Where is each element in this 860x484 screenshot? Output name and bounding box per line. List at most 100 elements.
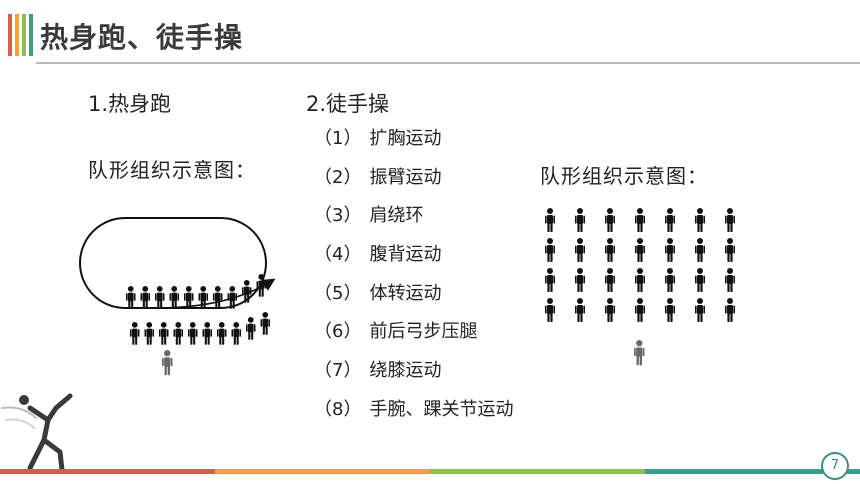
runner-figure bbox=[242, 280, 252, 303]
footer-bar-green bbox=[430, 469, 645, 474]
formation-figure bbox=[545, 268, 555, 292]
list-item: （1） 扩胸运动 bbox=[314, 122, 513, 161]
formation-figure bbox=[575, 208, 585, 232]
formation-grid bbox=[545, 208, 735, 322]
formation-figure bbox=[605, 268, 615, 292]
formation-figure bbox=[545, 208, 555, 232]
runner-figure bbox=[140, 286, 150, 309]
runner-figure bbox=[144, 322, 154, 345]
item-text: 绕膝运动 bbox=[369, 360, 442, 382]
list-item: （6） 前后弓步压腿 bbox=[314, 315, 513, 354]
item-number: （8） bbox=[314, 398, 362, 420]
runner-figure bbox=[130, 322, 140, 345]
formation-figure bbox=[665, 298, 675, 322]
footer-bar-orange bbox=[215, 469, 430, 474]
runner-row-1 bbox=[126, 274, 266, 309]
formation-figure bbox=[575, 238, 585, 262]
formation-figure bbox=[725, 208, 735, 232]
page-number: 7 bbox=[821, 452, 849, 480]
formation-figure bbox=[635, 208, 645, 232]
section2-heading: 2.徒手操 bbox=[306, 92, 390, 116]
formation-figure bbox=[695, 208, 705, 232]
formation-figure bbox=[725, 298, 735, 322]
runner-figure bbox=[246, 317, 256, 340]
item-number: （7） bbox=[314, 360, 362, 382]
runner-figure bbox=[231, 322, 241, 345]
formation-figure bbox=[545, 298, 555, 322]
item-number: （1） bbox=[314, 128, 362, 149]
list-item: （2） 振臂运动 bbox=[314, 161, 513, 200]
list-item: （5） 体转运动 bbox=[314, 277, 513, 316]
footer-bar-red bbox=[0, 469, 215, 474]
teacher-figure-1 bbox=[162, 350, 173, 376]
formation-figure bbox=[575, 268, 585, 292]
runner-row-2 bbox=[130, 312, 270, 345]
item-text: 体转运动 bbox=[369, 282, 442, 304]
item-text: 手腕、踝关节运动 bbox=[369, 398, 514, 420]
formation-figure bbox=[695, 298, 705, 322]
formation-figure bbox=[665, 268, 675, 292]
formation-figure bbox=[725, 238, 735, 262]
footer-bar-teal bbox=[645, 469, 860, 474]
list-item: （8） 手腕、踝关节运动 bbox=[314, 393, 513, 432]
item-text: 肩绕环 bbox=[369, 205, 424, 227]
runner-figure bbox=[217, 322, 227, 345]
formation-figure bbox=[695, 238, 705, 262]
runner-figure bbox=[213, 286, 223, 309]
formation-figure bbox=[635, 238, 645, 262]
list-item: （7） 绕膝运动 bbox=[314, 354, 513, 393]
warmup-run-diagram bbox=[79, 217, 276, 376]
footer-color-bar bbox=[0, 469, 860, 474]
item-number: （2） bbox=[314, 166, 362, 188]
exercise-list: （1） 扩胸运动 （2） 振臂运动 （3） 肩绕环 （4） 腹背运动 （5） 体转运动 （… bbox=[314, 122, 513, 432]
list-item: （4） 腹背运动 bbox=[314, 238, 513, 277]
item-text: 前后弓步压腿 bbox=[369, 321, 478, 343]
title-bar-red bbox=[8, 14, 12, 56]
runner-figure bbox=[184, 286, 194, 309]
item-text: 腹背运动 bbox=[369, 244, 442, 266]
section1-heading: 1.热身跑 bbox=[88, 92, 172, 116]
runner-figure bbox=[227, 286, 237, 309]
section2-caption: 队形组织示意图： bbox=[540, 164, 708, 188]
formation-figure bbox=[605, 208, 615, 232]
item-number: （5） bbox=[314, 282, 362, 304]
runner-figure bbox=[155, 286, 165, 309]
slide-title: 热身跑、徒手操 bbox=[40, 21, 244, 54]
runner-figure bbox=[256, 274, 266, 297]
list-item: （3） 肩绕环 bbox=[314, 199, 513, 238]
runner-figure bbox=[169, 286, 179, 309]
title-bar-teal bbox=[29, 14, 33, 56]
formation-figure bbox=[545, 238, 555, 262]
item-number: （6） bbox=[314, 321, 362, 343]
section1-caption: 队形组织示意图： bbox=[88, 158, 256, 182]
runner-figure bbox=[159, 322, 169, 345]
runner-figure bbox=[126, 286, 136, 309]
formation-figure bbox=[575, 298, 585, 322]
formation-figure bbox=[635, 268, 645, 292]
runner-figure bbox=[260, 312, 270, 335]
title-accent-bars bbox=[8, 14, 33, 56]
teacher-figure bbox=[162, 350, 173, 376]
formation-figure bbox=[665, 238, 675, 262]
title-bar-orange bbox=[15, 14, 19, 56]
formation-figure bbox=[695, 268, 705, 292]
item-text: 振臂运动 bbox=[369, 166, 442, 188]
runner-figure bbox=[188, 322, 198, 345]
formation-figure bbox=[605, 238, 615, 262]
formation-figure bbox=[725, 268, 735, 292]
teacher-figure bbox=[634, 340, 645, 366]
item-number: （3） bbox=[314, 205, 362, 227]
item-number: （4） bbox=[314, 244, 362, 266]
formation-figure bbox=[665, 208, 675, 232]
runner-figure bbox=[173, 322, 183, 345]
formation-figure bbox=[605, 298, 615, 322]
runner-logo-icon bbox=[1, 393, 73, 473]
title-bar-green bbox=[22, 14, 26, 56]
item-text: 扩胸运动 bbox=[369, 128, 442, 149]
runner-figure bbox=[202, 322, 212, 345]
formation-figure bbox=[635, 298, 645, 322]
teacher-figure-2 bbox=[634, 340, 645, 366]
runner-figure bbox=[198, 286, 208, 309]
calisthenics-formation-diagram bbox=[545, 208, 735, 366]
title-divider bbox=[36, 62, 860, 64]
